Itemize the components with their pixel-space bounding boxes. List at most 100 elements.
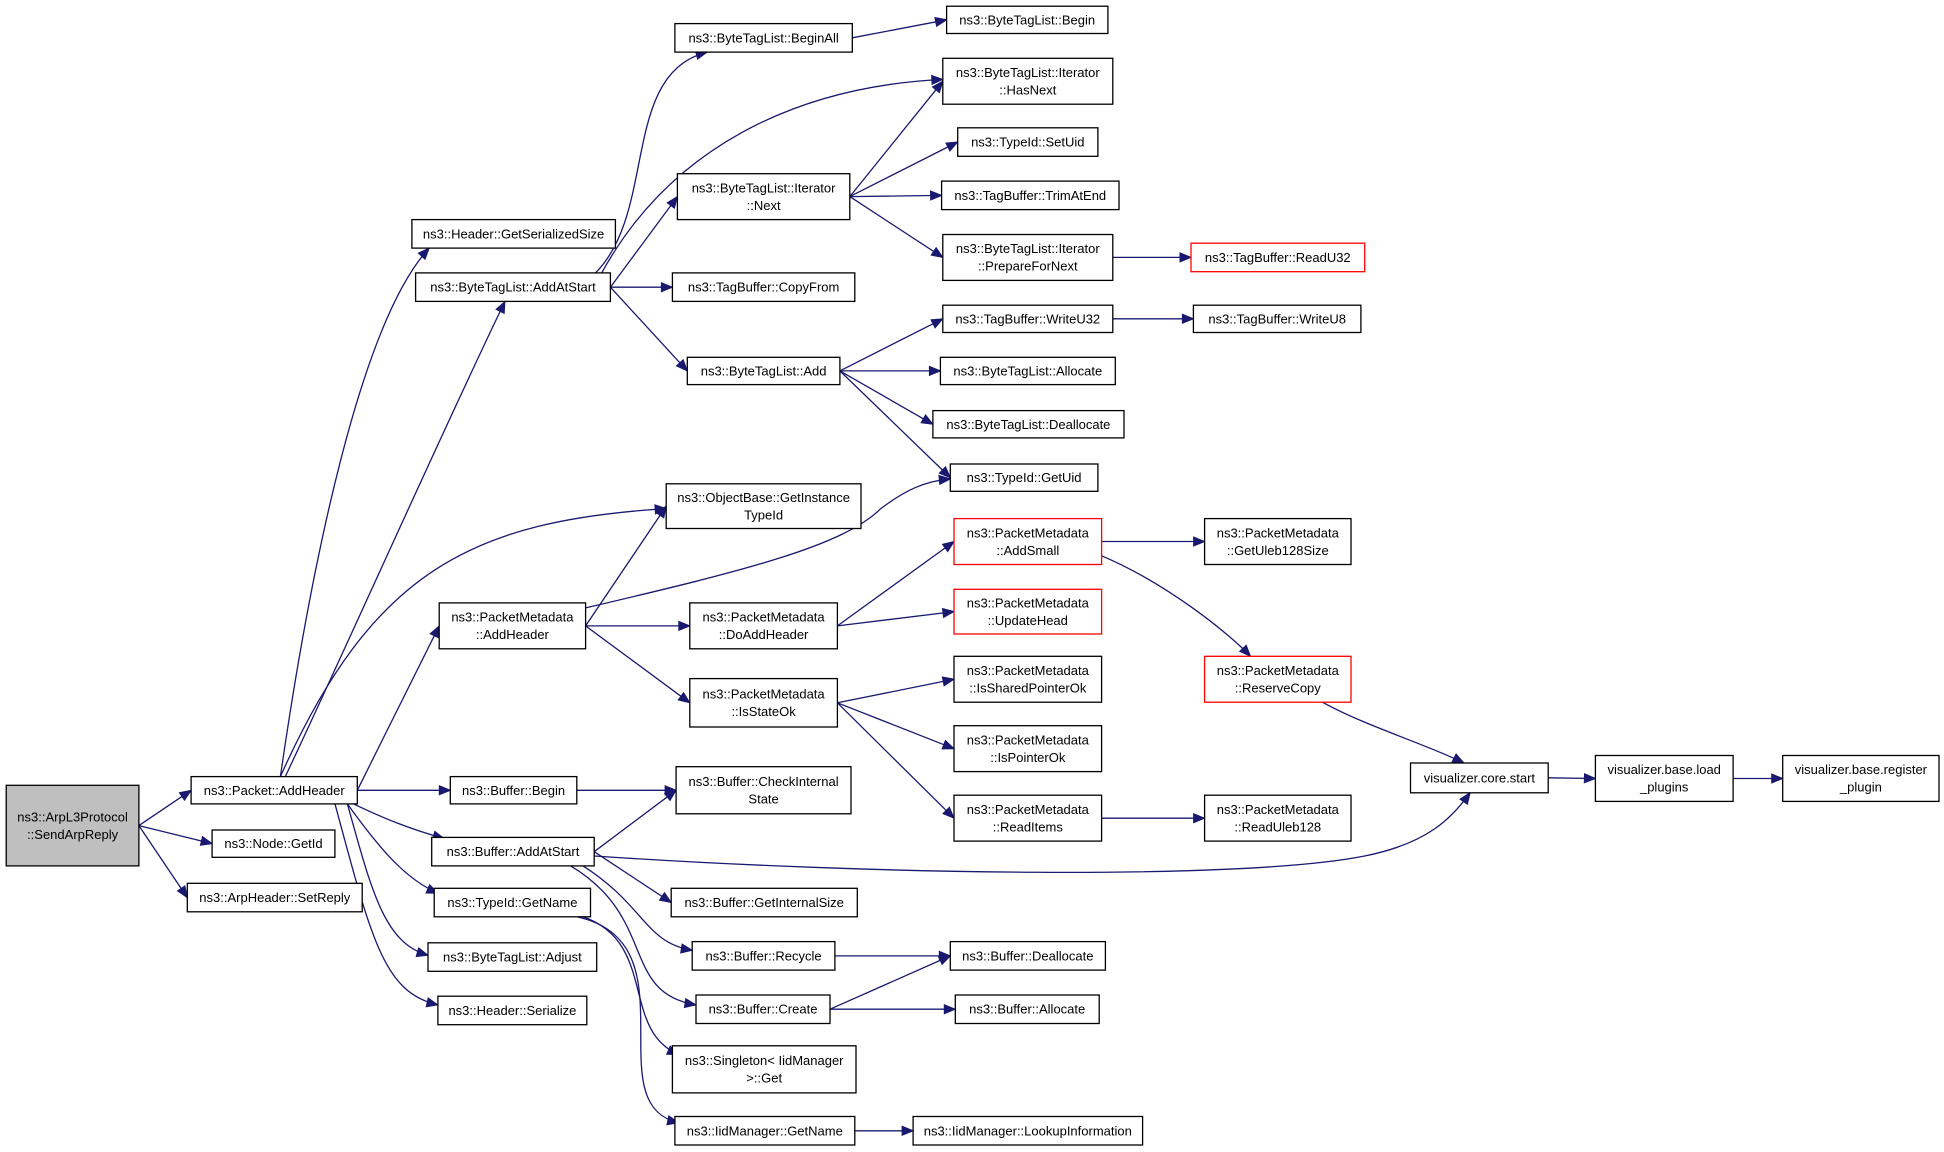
node-box[interactable] xyxy=(939,356,1116,386)
node-iidmanager-lookupinformation[interactable]: ns3::IidManager::LookupInformation xyxy=(912,1115,1144,1146)
node-box[interactable] xyxy=(1203,655,1352,703)
node-tagbuffer-readu32[interactable]: ns3::TagBuffer::ReadU32 xyxy=(1190,242,1366,273)
node-vis-core-start[interactable]: visualizer.core.start xyxy=(1409,762,1549,794)
node-packet-addheader[interactable]: ns3::Packet::AddHeader xyxy=(190,775,358,805)
node-box[interactable] xyxy=(1409,762,1549,794)
node-box[interactable] xyxy=(953,588,1103,635)
node-box[interactable] xyxy=(949,463,1099,492)
node-box[interactable] xyxy=(942,304,1114,334)
node-box[interactable] xyxy=(437,995,588,1026)
node-box[interactable] xyxy=(431,836,595,867)
node-box[interactable] xyxy=(942,57,1114,105)
node-box[interactable] xyxy=(689,602,839,650)
node-box[interactable] xyxy=(689,677,839,728)
node-btl-beginall[interactable]: ns3::ByteTagList::BeginAll xyxy=(674,22,853,53)
node-buffer-create[interactable]: ns3::Buffer::Create xyxy=(695,994,831,1025)
node-box[interactable] xyxy=(186,882,363,913)
node-box[interactable] xyxy=(945,5,1109,35)
node-header-serialize[interactable]: ns3::Header::Serialize xyxy=(437,995,588,1026)
node-box[interactable] xyxy=(1594,754,1734,803)
node-btl-adjust[interactable]: ns3::ByteTagList::Adjust xyxy=(427,942,598,972)
node-box[interactable] xyxy=(190,775,358,805)
node-tagbuffer-trimatend[interactable]: ns3::TagBuffer::TrimAtEnd xyxy=(940,180,1120,211)
node-box[interactable] xyxy=(665,483,862,530)
node-pm-readitems[interactable]: ns3::PacketMetadata::ReadItems xyxy=(953,794,1103,842)
node-buffer-begin[interactable]: ns3::Buffer::Begin xyxy=(449,775,578,805)
node-box[interactable] xyxy=(1192,304,1362,334)
node-box[interactable] xyxy=(674,1115,856,1146)
node-buffer-allocate[interactable]: ns3::Buffer::Allocate xyxy=(954,994,1100,1025)
node-box[interactable] xyxy=(1203,794,1352,842)
node-pm-addheader[interactable]: ns3::PacketMetadata::AddHeader xyxy=(438,602,587,650)
node-box[interactable] xyxy=(949,940,1107,971)
node-btl-begin[interactable]: ns3::ByteTagList::Begin xyxy=(945,5,1109,35)
node-arp-sendreply[interactable]: ns3::ArpL3Protocol::SendArpReply xyxy=(5,784,140,867)
node-box[interactable] xyxy=(676,173,851,221)
node-typeid-setuid[interactable]: ns3::TypeId::SetUid xyxy=(957,127,1099,157)
node-buffer-recycle[interactable]: ns3::Buffer::Recycle xyxy=(691,940,836,971)
node-box[interactable] xyxy=(675,766,852,815)
node-btl-addatstart[interactable]: ns3::ByteTagList::AddAtStart xyxy=(414,272,612,303)
node-box[interactable] xyxy=(670,887,858,918)
node-btl-iter-hasnext[interactable]: ns3::ByteTagList::Iterator::HasNext xyxy=(942,57,1114,105)
node-pm-issharedpointerok[interactable]: ns3::PacketMetadata::IsSharedPointerOk xyxy=(953,655,1103,703)
node-pm-isstateok[interactable]: ns3::PacketMetadata::IsStateOk xyxy=(689,677,839,728)
node-btl-iter-prepare[interactable]: ns3::ByteTagList::Iterator::PrepareForNe… xyxy=(942,233,1114,282)
node-pm-readuleb128[interactable]: ns3::PacketMetadata::ReadUleb128 xyxy=(1203,794,1352,842)
node-pm-reservecopy[interactable]: ns3::PacketMetadata::ReserveCopy xyxy=(1203,655,1352,703)
node-box[interactable] xyxy=(912,1115,1144,1146)
node-box[interactable] xyxy=(942,233,1114,282)
node-pm-doaddheader[interactable]: ns3::PacketMetadata::DoAddHeader xyxy=(689,602,839,650)
node-box[interactable] xyxy=(674,22,853,53)
node-box[interactable] xyxy=(5,784,140,867)
node-buffer-getinternalsize[interactable]: ns3::Buffer::GetInternalSize xyxy=(670,887,858,918)
node-pm-ispointerok[interactable]: ns3::PacketMetadata::IsPointerOk xyxy=(953,725,1103,773)
node-box[interactable] xyxy=(211,829,336,858)
node-box[interactable] xyxy=(954,994,1100,1025)
node-tagbuffer-writeu8[interactable]: ns3::TagBuffer::WriteU8 xyxy=(1192,304,1362,334)
node-btl-deallocate[interactable]: ns3::ByteTagList::Deallocate xyxy=(932,409,1125,439)
node-box[interactable] xyxy=(932,409,1125,439)
node-btl-allocate[interactable]: ns3::ByteTagList::Allocate xyxy=(939,356,1116,386)
node-typeid-getname[interactable]: ns3::TypeId::GetName xyxy=(433,887,592,918)
node-box[interactable] xyxy=(438,602,587,650)
node-btl-add[interactable]: ns3::ByteTagList::Add xyxy=(686,356,841,386)
node-btl-iter-next[interactable]: ns3::ByteTagList::Iterator::Next xyxy=(676,173,851,221)
node-tagbuffer-copyfrom[interactable]: ns3::TagBuffer::CopyFrom xyxy=(671,272,856,303)
node-box[interactable] xyxy=(953,517,1103,566)
node-iidmanager-getname[interactable]: ns3::IidManager::GetName xyxy=(674,1115,856,1146)
node-buffer-addatstart[interactable]: ns3::Buffer::AddAtStart xyxy=(431,836,595,867)
node-typeid-getuid[interactable]: ns3::TypeId::GetUid xyxy=(949,463,1099,492)
node-pm-updatehead[interactable]: ns3::PacketMetadata::UpdateHead xyxy=(953,588,1103,635)
node-header-getserializedsize[interactable]: ns3::Header::GetSerializedSize xyxy=(411,218,617,249)
node-box[interactable] xyxy=(953,794,1103,842)
node-box[interactable] xyxy=(695,994,831,1025)
node-vis-base-loadplugins[interactable]: visualizer.base.load_plugins xyxy=(1594,754,1734,803)
node-tagbuffer-writeu32[interactable]: ns3::TagBuffer::WriteU32 xyxy=(942,304,1114,334)
node-box[interactable] xyxy=(414,272,612,303)
node-singleton-get[interactable]: ns3::Singleton< IidManager >::Get xyxy=(671,1045,857,1094)
node-box[interactable] xyxy=(953,725,1103,773)
node-box[interactable] xyxy=(671,1045,857,1094)
node-vis-base-registerplugin[interactable]: visualizer.base.register_plugin xyxy=(1782,754,1940,803)
node-box[interactable] xyxy=(940,180,1120,211)
node-box[interactable] xyxy=(686,356,841,386)
node-pm-addsmall[interactable]: ns3::PacketMetadata::AddSmall xyxy=(953,517,1103,566)
node-box[interactable] xyxy=(1782,754,1940,803)
node-box[interactable] xyxy=(671,272,856,303)
node-box[interactable] xyxy=(957,127,1099,157)
node-pm-getuleb128size[interactable]: ns3::PacketMetadata::GetUleb128Size xyxy=(1203,517,1352,566)
node-box[interactable] xyxy=(433,887,592,918)
node-buffer-deallocate[interactable]: ns3::Buffer::Deallocate xyxy=(949,940,1107,971)
node-box[interactable] xyxy=(1203,517,1352,566)
node-box[interactable] xyxy=(953,655,1103,703)
node-box[interactable] xyxy=(411,218,617,249)
node-box[interactable] xyxy=(1190,242,1366,273)
node-node-getid[interactable]: ns3::Node::GetId xyxy=(211,829,336,858)
node-box[interactable] xyxy=(449,775,578,805)
node-arpheader-setreply[interactable]: ns3::ArpHeader::SetReply xyxy=(186,882,363,913)
node-box[interactable] xyxy=(427,942,598,972)
node-box[interactable] xyxy=(691,940,836,971)
